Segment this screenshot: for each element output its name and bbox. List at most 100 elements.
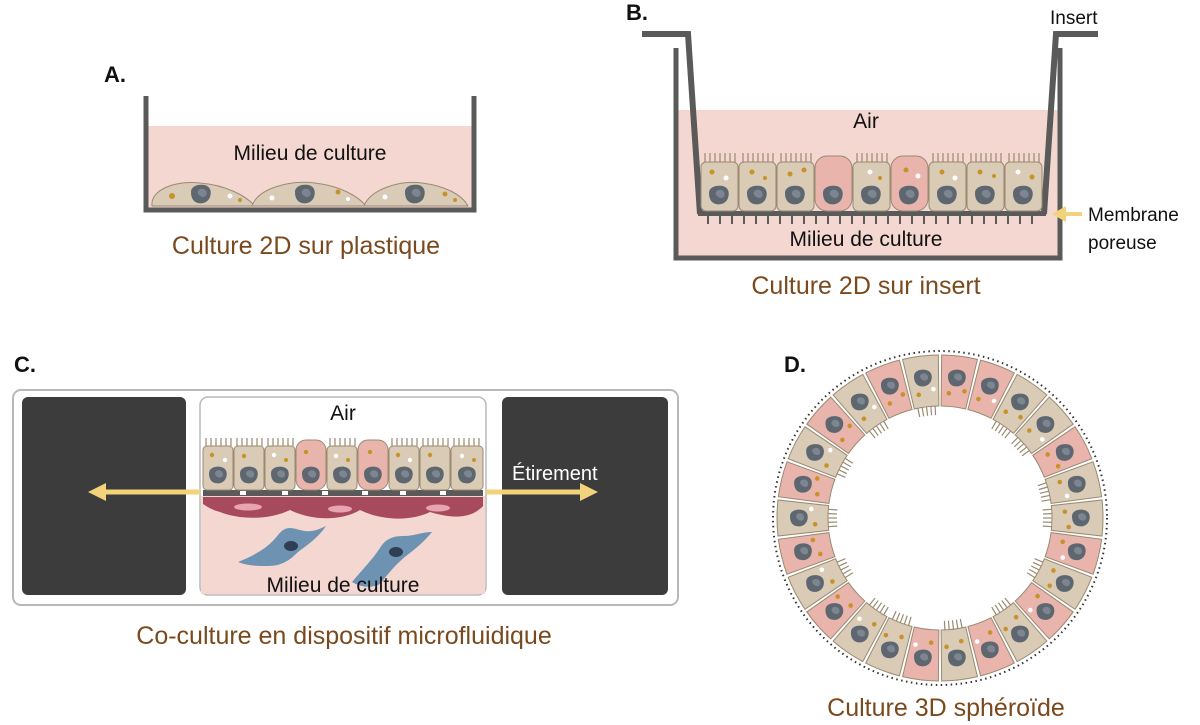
- spheroid-cilium: [836, 558, 846, 563]
- spheroid-granule: [840, 437, 845, 443]
- spheroid-cilium: [1037, 482, 1047, 487]
- spheroid-granule: [827, 447, 833, 453]
- spheroid-granule: [1045, 452, 1050, 457]
- panel-b-caption: Culture 2D sur insert: [751, 272, 980, 300]
- panel-c-cilia: [205, 438, 480, 446]
- panel-b-insert-left-wall: [642, 31, 703, 215]
- spheroid-granule: [814, 476, 820, 481]
- spheroid-cilium: [998, 425, 1005, 434]
- panel-b-nuclei: [709, 167, 1035, 205]
- spheroid-granule: [958, 638, 964, 644]
- panel-b-membrane-label-1: Membrane: [1088, 205, 1179, 226]
- spheroid-cilium: [1026, 572, 1036, 579]
- spheroid-granule: [824, 463, 829, 468]
- spheroid-granule: [830, 579, 835, 584]
- panel-c-air-label: Air: [330, 402, 356, 425]
- spheroid-cilium: [1013, 440, 1022, 448]
- spheroid-cilium: [844, 457, 854, 464]
- spheroid-cilium: [868, 597, 876, 606]
- spheroid-cilium: [994, 423, 1001, 432]
- spheroid-cilium: [840, 465, 850, 471]
- spheroid-cilium: [925, 406, 929, 416]
- panel-d-caption: Culture 3D sphéroïde: [827, 694, 1065, 722]
- spheroid-granule: [1060, 555, 1066, 560]
- panel-b-letter: B.: [626, 0, 648, 25]
- spheroid-cilium: [1030, 565, 1040, 571]
- spheroid-granule: [1051, 568, 1056, 573]
- spheroid-cilium: [917, 408, 921, 418]
- spheroid-granule: [883, 632, 889, 638]
- spheroid-cilium: [991, 420, 997, 430]
- panel-d: D. Culture 3D sphéroïde: [772, 350, 1108, 722]
- spheroid-cilium: [828, 525, 838, 528]
- spheroid-cilium: [998, 602, 1005, 611]
- spheroid-granule: [1062, 509, 1068, 515]
- spheroid-cilium: [991, 606, 997, 616]
- spheroid-granule: [931, 386, 936, 392]
- spheroid-cilium: [1011, 437, 1019, 445]
- spheroid-granule: [871, 621, 877, 627]
- spheroid-cilium: [844, 572, 854, 579]
- spheroid-granule: [899, 634, 904, 640]
- panel-a-dish: [143, 96, 477, 213]
- panel-b-air-label: Air: [853, 110, 879, 133]
- panel-c-letter: C.: [14, 352, 36, 377]
- spheroid-granule: [835, 594, 840, 599]
- spheroid-granule: [900, 392, 906, 397]
- spheroid-cilium: [842, 461, 852, 468]
- spheroid-cilium: [903, 615, 908, 625]
- spheroid-cilium: [1019, 446, 1028, 454]
- spheroid-granule: [1018, 414, 1023, 420]
- spheroid-cilium: [1016, 443, 1025, 451]
- panel-a-caption: Culture 2D sur plastique: [172, 232, 440, 260]
- spheroid-cilium: [1001, 600, 1008, 608]
- spheroid-cilium: [1039, 490, 1049, 494]
- spheroid-granule: [810, 537, 816, 543]
- panel-a: A. Milieu de culture Culture 2D sur plas…: [104, 62, 477, 260]
- panel-b-membrane-arrow: [1052, 206, 1082, 222]
- panel-b-insert-right-wall: [1041, 31, 1098, 215]
- spheroid-granule: [1035, 593, 1040, 599]
- panel-d-basement-membrane: [772, 350, 1108, 686]
- spheroid-cilium: [838, 561, 848, 567]
- spheroid-cilium: [1032, 561, 1042, 567]
- panel-c-stretch-arrows: [88, 483, 598, 501]
- spheroid-cilium: [872, 428, 879, 436]
- spheroid-cilium: [842, 568, 852, 575]
- panel-c-stretch-label: Étirement: [512, 462, 598, 485]
- spheroid-cilium: [891, 610, 897, 620]
- spheroid-granule: [1003, 626, 1008, 632]
- spheroid-cilium: [959, 618, 963, 628]
- panel-b-insert-label: Insert: [1050, 8, 1098, 29]
- spheroid-cilium: [930, 406, 933, 416]
- spheroid-cilium: [1004, 597, 1012, 606]
- spheroid-granule: [848, 603, 853, 608]
- spheroid-cilium: [1028, 568, 1038, 575]
- spheroid-granule: [847, 423, 852, 429]
- spheroid-cilium: [879, 604, 886, 613]
- spheroid-cilium: [1040, 494, 1050, 498]
- spheroid-granule: [817, 551, 823, 557]
- panel-b-medium-label: Milieu de culture: [790, 228, 943, 251]
- spheroid-cilium: [921, 407, 925, 417]
- spheroid-cilium: [875, 425, 882, 434]
- panel-b-membrane: [698, 211, 1046, 216]
- spheroid-cilium: [1001, 428, 1008, 436]
- spheroid-cilium: [883, 606, 889, 616]
- spheroid-granule: [1028, 607, 1033, 613]
- spheroid-granule: [987, 630, 993, 635]
- spheroid-cilium: [907, 616, 912, 626]
- spheroid-granule: [991, 398, 997, 404]
- spheroid-cilium: [875, 602, 882, 611]
- spheroid-granule: [916, 392, 922, 398]
- spheroid-cilium: [1038, 486, 1048, 491]
- panel-c-medium-label: Milieu de culture: [267, 574, 420, 597]
- spheroid-cilium: [1042, 508, 1052, 511]
- spheroid-cilium: [947, 620, 950, 630]
- spheroid-cilium: [951, 620, 955, 630]
- spheroid-granule: [1060, 539, 1066, 545]
- panel-d-spheroid-cells: [776, 354, 1104, 682]
- spheroid-granule: [861, 416, 867, 422]
- spheroid-granule: [944, 644, 949, 650]
- spheroid-cilium: [1041, 499, 1051, 502]
